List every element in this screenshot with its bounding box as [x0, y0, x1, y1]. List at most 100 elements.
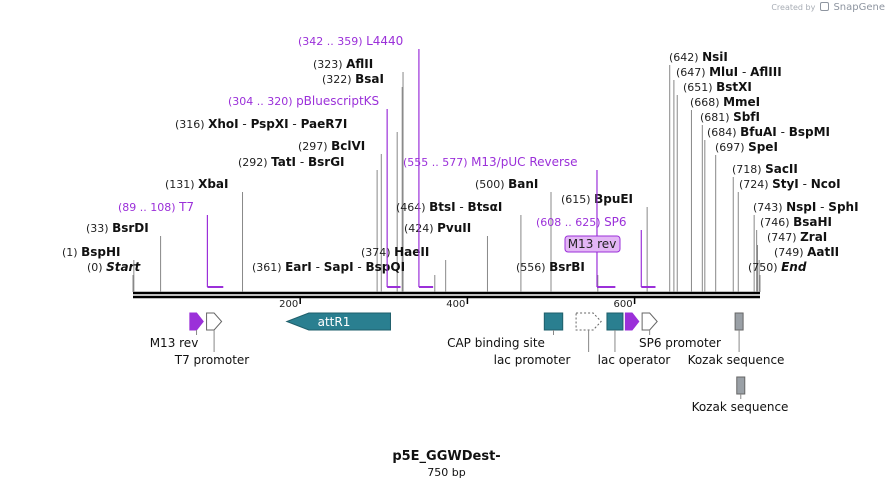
feature-box [734, 312, 744, 331]
ruler-label: 600 [614, 299, 633, 310]
highlight-label: M13 rev [568, 237, 617, 251]
restriction-site[interactable]: (681) SbfI [700, 110, 760, 292]
feature-arrow [575, 312, 602, 331]
backbone [133, 291, 760, 299]
site-label: (374) HaeII [361, 245, 429, 259]
feature-kozak[interactable]: Kozak sequence [688, 312, 785, 367]
primer-site[interactable]: (342 .. 359) L4440 [298, 34, 434, 288]
restriction-site[interactable]: (374) HaeII [361, 245, 447, 292]
highlight-box [564, 235, 621, 253]
site-label: (615) BpuEI [561, 192, 633, 206]
feature-arrow [206, 312, 223, 331]
restriction-site[interactable]: (424) PvuII [404, 221, 488, 292]
site-label: (651) BstXI [683, 80, 752, 94]
primer-site[interactable]: (555 .. 577) M13/pUC Reverse [403, 155, 616, 288]
feature-promoter[interactable]: SP6 promoter [639, 312, 721, 350]
feature-misc[interactable]: CAP binding site [447, 312, 564, 350]
restriction-site[interactable]: (642) NsiI [669, 50, 728, 292]
restriction-site[interactable]: (749) AatII [758, 245, 839, 292]
restriction-site[interactable]: (297) BclVI [298, 139, 382, 292]
feature-arrow [285, 312, 391, 331]
feature-promoter[interactable]: lac promoter [494, 312, 602, 367]
site-label: (292) TatI - BsrGI [238, 155, 345, 169]
restriction-site[interactable]: (322) BsaI [322, 72, 403, 292]
restriction-site[interactable]: (33) BsrDI [86, 221, 162, 292]
site-label: (0) Start [87, 260, 141, 274]
site-label: (747) ZraI [767, 230, 827, 244]
feature-label: CAP binding site [447, 336, 545, 350]
site-label: (297) BclVI [298, 139, 365, 153]
restriction-site[interactable]: (464) BtsI - BtsαI [396, 200, 522, 292]
site-label: (642) NsiI [669, 50, 728, 64]
primer-site[interactable]: (89 .. 108) T7 [118, 200, 224, 288]
feature-label: lac promoter [494, 353, 571, 367]
feature-label: T7 promoter [174, 353, 250, 367]
feature-misc[interactable]: lac operator [598, 312, 671, 367]
site-label: (556) BsrBI [516, 260, 585, 274]
site-label: (424) PvuII [404, 221, 471, 235]
restriction-site[interactable]: (743) NspI - SphI [753, 200, 859, 292]
site-label: (1) BspHI [62, 245, 120, 259]
highlight-tag[interactable]: M13 rev [564, 235, 621, 253]
feature-cds[interactable]: attR1 [285, 312, 391, 331]
plasmid-length: 750 bp [427, 466, 466, 479]
primer-site[interactable]: (608 .. 625) SP6 [536, 215, 656, 288]
feature-primer_bind[interactable]: M13 rev [150, 312, 204, 350]
site-label: (647) MluI - AflIII [676, 65, 782, 79]
feature-box [736, 376, 746, 395]
restriction-site[interactable]: (750) End [748, 260, 807, 292]
restriction-site[interactable]: (668) MmeI [690, 95, 760, 292]
site-label: (750) End [748, 260, 807, 274]
restriction-site[interactable]: (316) XhoI - PspXI - PaeR7I [175, 117, 398, 292]
restriction-site[interactable]: (500) BanI [475, 177, 552, 292]
restriction-site[interactable]: (323) AflII [313, 57, 404, 292]
restriction-site[interactable]: (697) SpeI [715, 140, 778, 292]
ruler-label: 200 [279, 299, 298, 310]
restriction-site[interactable]: (724) StyI - NcoI [737, 177, 841, 292]
restriction-site[interactable]: (746) BsaHI [756, 215, 832, 292]
feature-arrow [641, 312, 658, 331]
feature-box [543, 312, 564, 331]
restriction-site[interactable]: (718) SacII [732, 162, 798, 292]
site-label: (697) SpeI [715, 140, 778, 154]
plasmid-name: p5E_GGWDest- [392, 449, 501, 464]
feature-label: lac operator [598, 353, 671, 367]
restriction-site[interactable]: (556) BsrBI [516, 260, 599, 292]
feature-promoter[interactable]: T7 promoter [174, 312, 250, 367]
feature-arrow [624, 312, 640, 331]
site-label: (316) XhoI - PspXI - PaeR7I [175, 117, 347, 131]
restriction-site[interactable]: (0) Start [87, 260, 141, 292]
site-label: (724) StyI - NcoI [739, 177, 841, 191]
restriction-site[interactable]: (647) MluI - AflIII [673, 65, 782, 292]
feature-primer_bind[interactable] [624, 312, 640, 331]
primer-label: (304 .. 320) pBluescriptKS [228, 94, 379, 108]
site-label: (361) EarI - SapI - BspQI [252, 260, 405, 274]
site-label: (322) BsaI [322, 72, 384, 86]
site-label: (684) BfuAI - BspMI [707, 125, 830, 139]
primer-site[interactable]: (304 .. 320) pBluescriptKS [228, 94, 401, 288]
site-label: (718) SacII [732, 162, 798, 176]
feature-box [606, 312, 624, 331]
restriction-site[interactable]: (361) EarI - SapI - BspQI [252, 260, 436, 292]
feature-kozak[interactable]: Kozak sequence [692, 376, 789, 414]
feature-label: SP6 promoter [639, 336, 721, 350]
primer-label: (608 .. 625) SP6 [536, 215, 627, 229]
site-label: (33) BsrDI [86, 221, 149, 235]
site-label: (668) MmeI [690, 95, 760, 109]
feature-label: attR1 [318, 315, 351, 329]
restriction-site[interactable]: (292) TatI - BsrGI [238, 155, 378, 292]
restriction-site[interactable]: (131) XbaI [165, 177, 244, 292]
restriction-site[interactable]: (615) BpuEI [561, 192, 648, 292]
feature-label: Kozak sequence [692, 400, 789, 414]
site-label: (681) SbfI [700, 110, 760, 124]
primer-label: (555 .. 577) M13/pUC Reverse [403, 155, 578, 169]
restriction-site[interactable]: (747) ZraI [756, 230, 827, 292]
primer-label: (342 .. 359) L4440 [298, 34, 403, 48]
ruler-label: 400 [446, 299, 465, 310]
restriction-site[interactable]: (651) BstXI [676, 80, 752, 292]
watermark-brand: SnapGene [833, 2, 885, 13]
restriction-site[interactable]: (684) BfuAI - BspMI [704, 125, 830, 292]
snapgene-watermark: Created by SnapGene [771, 2, 885, 13]
restriction-site[interactable]: (1) BspHI [62, 245, 135, 292]
